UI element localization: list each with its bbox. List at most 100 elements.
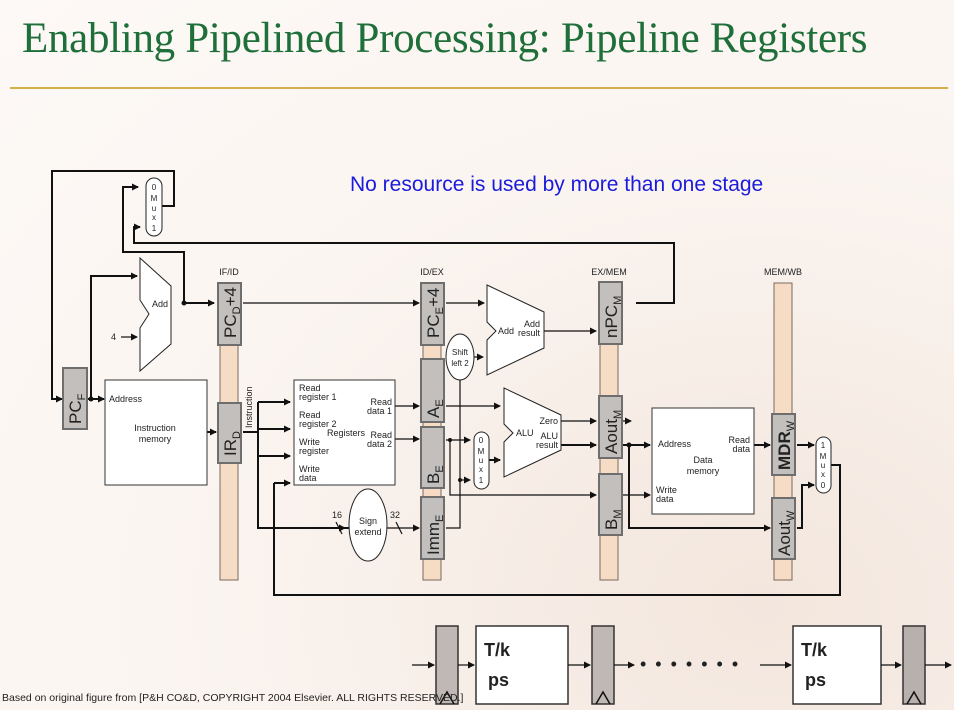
alu-mux-label: M — [478, 447, 485, 456]
alu-label: ALU — [540, 431, 558, 441]
svg-text:MDRW: MDRW — [775, 420, 797, 470]
alu-label: Zero — [539, 416, 558, 426]
dmem-port-label: data — [656, 494, 674, 504]
svg-text:nPCM: nPCM — [602, 296, 624, 338]
sign-extend — [348, 488, 388, 562]
wb-mux-label: 0 — [821, 481, 826, 490]
pc-mux-label: 1 — [152, 224, 157, 233]
instruction-memory — [104, 379, 208, 486]
wb-mux-label: M — [820, 452, 827, 461]
dmem-name-label: memory — [687, 466, 720, 476]
ex-adder-label: Add — [498, 326, 514, 336]
shift-left-label: Shift — [452, 348, 469, 357]
dmem-port-label: Read — [728, 435, 750, 445]
reg-npc-m: nPCM — [598, 281, 624, 345]
slide-title: Enabling Pipelined Processing: Pipeline … — [22, 15, 868, 62]
if-adder — [139, 256, 172, 373]
pc-mux-label: u — [152, 204, 156, 213]
rf-port-label: data 2 — [367, 439, 392, 449]
ex-adder — [486, 284, 545, 376]
alu — [503, 387, 562, 478]
rf-port-label: Read — [299, 410, 321, 420]
reg-mdr-w: MDRW — [771, 413, 797, 476]
wire-aoutw-to-mux — [797, 481, 815, 529]
strip-stage-block — [792, 625, 882, 705]
bus-slash-32 — [395, 521, 403, 535]
bit-width-label: 16 — [332, 510, 342, 520]
svg-text:IRD: IRD — [221, 431, 243, 456]
reg-pc-e-plus4: PCE+4 — [420, 282, 446, 346]
junction-dot — [88, 396, 94, 402]
wire-aoutm-to-aoutw — [628, 445, 771, 532]
clock-edge-icon — [906, 690, 922, 705]
rf-port-label: Read — [299, 383, 321, 393]
reg-ir-d: IRD — [217, 402, 243, 464]
rf-port-label: data 1 — [367, 406, 392, 416]
stage-delay-label: T/k — [801, 640, 828, 660]
strip-stage-block — [475, 625, 569, 705]
wire-b-to-bm — [449, 440, 597, 499]
wire-mux-to-pc — [51, 170, 175, 403]
data-memory — [651, 407, 755, 515]
dmem-port-label: Address — [658, 439, 692, 449]
wb-mux — [815, 436, 832, 494]
rf-port-label: Write — [299, 437, 320, 447]
stage-label-mem-wb: MEM/WB — [764, 267, 802, 277]
svg-text:AoutW: AoutW — [775, 510, 797, 556]
alu-mux-label: x — [479, 465, 483, 474]
dmem-port-label: data — [732, 444, 750, 454]
svg-text:BM: BM — [602, 509, 624, 530]
alu-label: result — [536, 440, 559, 450]
stage-label-if-id: IF/ID — [219, 267, 239, 277]
wire-imm-to-shift — [446, 372, 461, 529]
instruction-bus-label: Instruction — [244, 386, 254, 428]
imem-address-label: Address — [109, 394, 143, 404]
reg-b-e: BE — [420, 426, 446, 489]
shift-left-label: left 2 — [451, 359, 469, 368]
reg-pc-f: PCF — [62, 367, 88, 430]
alu-mux-label: 0 — [479, 436, 484, 445]
stage-delay-label: T/k — [484, 640, 511, 660]
imem-name-label: Instruction — [134, 423, 176, 433]
svg-text:ImmE: ImmE — [424, 515, 446, 555]
ex-adder-label: Add — [524, 319, 540, 329]
reg-b-m: BM — [598, 473, 624, 536]
stage-label-id-ex: ID/EX — [420, 267, 444, 277]
rf-port-label: data — [299, 473, 317, 483]
rf-port-label: Read — [370, 397, 392, 407]
shift-left-2 — [445, 333, 475, 381]
junction-dot — [458, 478, 462, 482]
wire-add-to-mux0 — [122, 183, 185, 303]
reg-aout-w: AoutW — [771, 497, 797, 560]
reg-imm-e: ImmE — [420, 496, 446, 560]
bit-width-label: 32 — [390, 510, 400, 520]
pc-mux-label: 0 — [152, 183, 157, 192]
const-four-label: 4 — [111, 332, 116, 342]
rf-port-label: register 2 — [299, 419, 337, 429]
pc-mux-label: M — [151, 194, 158, 203]
wb-mux-label: 1 — [821, 441, 826, 450]
callout-note: No resource is used by more than one sta… — [350, 173, 764, 196]
strip-ellipsis: • • • • • • • — [640, 654, 740, 674]
imem-name-label: memory — [139, 434, 172, 444]
alu-mux — [473, 431, 490, 490]
bus-slash-16 — [335, 521, 343, 535]
dmem-name-label: Data — [693, 455, 712, 465]
stage-label-ex-mem: EX/MEM — [591, 267, 627, 277]
rf-port-label: register 1 — [299, 392, 337, 402]
junction-dot — [626, 442, 632, 448]
sign-extend-label: extend — [354, 527, 381, 537]
alu-mux-label: u — [479, 456, 483, 465]
pipeline-strip: T/k ps • • • • • • • T/k ps — [412, 625, 952, 705]
junction-dot — [448, 438, 452, 442]
rf-name-label: Registers — [327, 428, 366, 438]
ex-adder-label: result — [518, 328, 541, 338]
svg-text:AE: AE — [424, 399, 446, 418]
clock-edge-icon — [439, 690, 455, 705]
wire-pc-to-adder — [90, 272, 138, 399]
svg-text:PCF: PCF — [66, 393, 88, 424]
reg-pc-d-plus4: PCD+4 — [217, 282, 243, 346]
rf-port-label: Read — [370, 430, 392, 440]
svg-text:BE: BE — [424, 465, 446, 484]
